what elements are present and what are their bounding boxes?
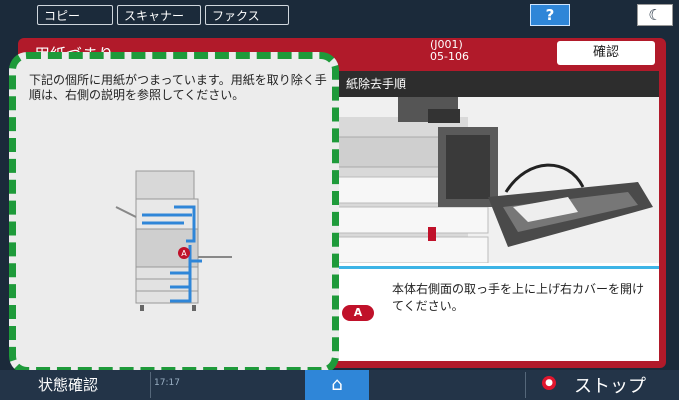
jam-message: 下記の個所に用紙がつまっています。用紙を取り除く手順は、右側の説明を参照してくだ… bbox=[29, 73, 327, 102]
printer-photo bbox=[338, 97, 659, 263]
instruction-step-area bbox=[338, 270, 659, 361]
bottom-separator bbox=[150, 372, 151, 398]
home-button[interactable]: ⌂ bbox=[305, 370, 369, 400]
stop-icon: ● bbox=[542, 376, 556, 390]
home-icon: ⌂ bbox=[331, 374, 343, 395]
printer-open-cover-illustration bbox=[338, 97, 659, 263]
tab-scanner-label: スキャナー bbox=[124, 9, 185, 23]
error-code-line2: 05-106 bbox=[430, 50, 469, 63]
status-check-button[interactable]: 状態確認 bbox=[38, 376, 99, 394]
tab-scanner[interactable]: スキャナー bbox=[117, 5, 201, 25]
stop-button[interactable]: ストップ bbox=[574, 376, 646, 397]
confirm-button[interactable]: 確認 bbox=[557, 41, 655, 65]
tab-fax[interactable]: ファクス bbox=[205, 5, 289, 25]
error-code-line1: (J001) bbox=[430, 38, 463, 51]
moon-icon[interactable]: ☾ bbox=[637, 4, 673, 26]
clock-time: 17:17 bbox=[154, 378, 180, 388]
instruction-divider bbox=[338, 266, 659, 269]
printer-diagram-icon: A bbox=[115, 170, 232, 311]
bottom-separator bbox=[525, 372, 526, 398]
error-code: (J001) 05-106 bbox=[430, 39, 469, 63]
instruction-header: 紙除去手順 bbox=[338, 71, 659, 97]
jam-marker-a: A bbox=[181, 249, 187, 258]
tab-copy[interactable]: コピー bbox=[37, 5, 113, 25]
instruction-text: 本体右側面の取っ手を上に上げ右カバーを開けてください。 bbox=[392, 282, 645, 313]
help-button[interactable]: ? bbox=[530, 4, 570, 26]
tab-fax-label: ファクス bbox=[212, 9, 260, 23]
tab-copy-label: コピー bbox=[44, 9, 81, 23]
step-badge-a: A bbox=[342, 305, 374, 321]
